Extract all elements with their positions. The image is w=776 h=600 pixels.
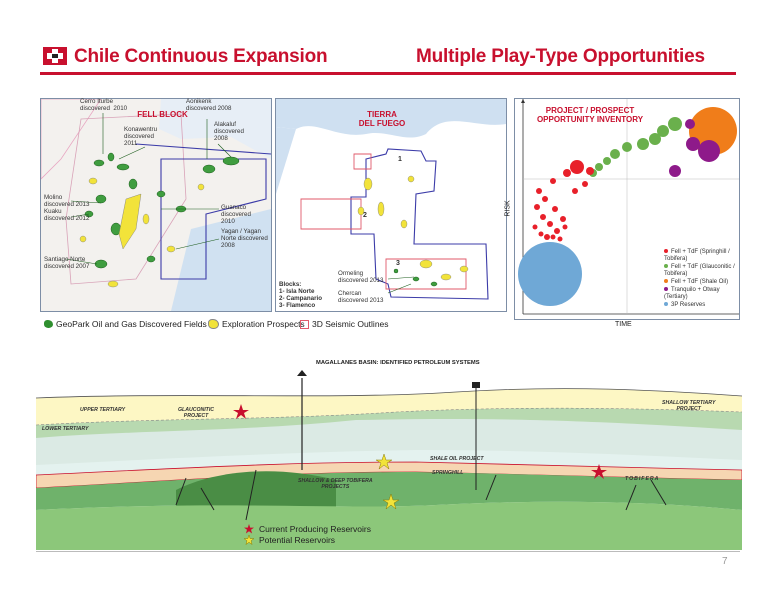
kuaku-label: Kuaku discovered 2012 [44, 208, 90, 222]
shale-oil-label: SHALE OIL PROJECT [430, 456, 484, 462]
header-rule [40, 72, 736, 75]
shallow-deep-tobifera-label: SHALLOW & DEEP TOBIFERA PROJECTS [298, 478, 373, 490]
springhill-label: SPRINGHILL [432, 470, 464, 476]
legend-3d-seismic: 3D Seismic Outlines [300, 319, 389, 329]
alakaluf-label: Alakaluf discovered 2008 [214, 121, 244, 142]
legend-producing-reservoirs: Current Producing Reservoirs [244, 524, 371, 534]
block-campanario: 2- Campanario [279, 295, 322, 302]
seismic-outline-icon [300, 319, 309, 329]
upper-tertiary-label: UPPER TERTIARY [80, 407, 126, 413]
footer-rule [36, 551, 740, 552]
tdf-block-2: 2 [363, 212, 367, 219]
fell-map-graphic [41, 99, 271, 311]
inventory-legend-3p: 3P Reserves [664, 302, 705, 309]
tdf-block-3: 3 [396, 260, 400, 267]
blocks-title: Blocks: [279, 281, 302, 288]
tobifera-label: TOBIFERA [625, 476, 660, 482]
cross-section-graphic [35, 370, 743, 550]
inventory-legend-springhill: Fell + TdF (Springhill / Tobifera) [664, 249, 730, 262]
yellow-star-icon [244, 535, 254, 545]
block-isla-norte: 1- Isla Norte [279, 288, 315, 295]
inventory-legend-tertiary: Tranquilo + Otway (Tertiary) [664, 287, 720, 300]
left-title: Chile Continuous Expansion [74, 46, 328, 67]
guanaco-label: Guanaco discovered 2010 [221, 204, 251, 225]
time-axis-label: TIME [615, 321, 632, 328]
shallow-tertiary-label: SHALLOW TERTIARY PROJECT [662, 400, 716, 412]
cross-section-title: MAGALLANES BASIN: IDENTIFIED PETROLEUM S… [316, 360, 480, 366]
tdf-map-heading: TIERRA DEL FUEGO [358, 110, 406, 128]
legend-potential-reservoirs: Potential Reservoirs [244, 535, 335, 545]
inventory-legend-glauconitic: Fell + TdF (Glauconitic / Tobifera) [664, 264, 735, 277]
glauconitic-label: GLAUCONITIC PROJECT [178, 407, 215, 419]
yellow-star-icon [375, 453, 400, 510]
risk-axis-label: RISK [504, 200, 512, 217]
inventory-bubbles [518, 99, 739, 315]
lower-tertiary-label: LOWER TERTIARY [42, 426, 89, 432]
molino-label: Molino discovered 2013 [44, 194, 90, 208]
inventory-legend-shale-oil: Fell + TdF (Shale Oil) [664, 279, 728, 286]
opportunity-inventory-chart [514, 98, 740, 320]
green-field-icon [44, 320, 53, 328]
cerro-iturbe-label: Cerro Iturbe discovered 2010 [80, 98, 128, 112]
santiago-norte-label: Santiago Norte discovered 2007 [44, 256, 90, 270]
konawentru-label: Konawentru discovered 2011 [124, 126, 158, 147]
tdf-map-graphic [276, 99, 506, 300]
red-star-icon [233, 404, 607, 479]
page-number: 7 [722, 556, 728, 567]
tierra-del-fuego-map [275, 98, 507, 312]
yellow-prospect-icon [208, 319, 219, 329]
ormeling-label: Ormeling discovered 2013 [338, 270, 384, 284]
right-title: Multiple Play-Type Opportunities [416, 46, 705, 67]
legend-discovered-fields: GeoPark Oil and Gas Discovered Fields [44, 319, 207, 329]
chercan-label: Chercan discovered 2013 [338, 290, 384, 304]
fell-block-map [40, 98, 272, 312]
tdf-block-1: 1 [398, 156, 402, 163]
block-flamenco: 3- Flamenco [279, 302, 316, 309]
inventory-heading: PROJECT / PROSPECT OPPORTUNITY INVENTORY [536, 106, 644, 124]
red-star-icon [244, 524, 254, 534]
fell-map-heading: FELL BLOCK [137, 110, 188, 119]
yagan-label: Yagan / Yagan Norte discovered 2008 [221, 228, 268, 249]
aonikenk-label: Aonikenk discovered 2008 [186, 98, 232, 112]
legend-exploration-prospects: Exploration Prospects [208, 319, 305, 329]
geopark-logo-icon [43, 47, 67, 65]
